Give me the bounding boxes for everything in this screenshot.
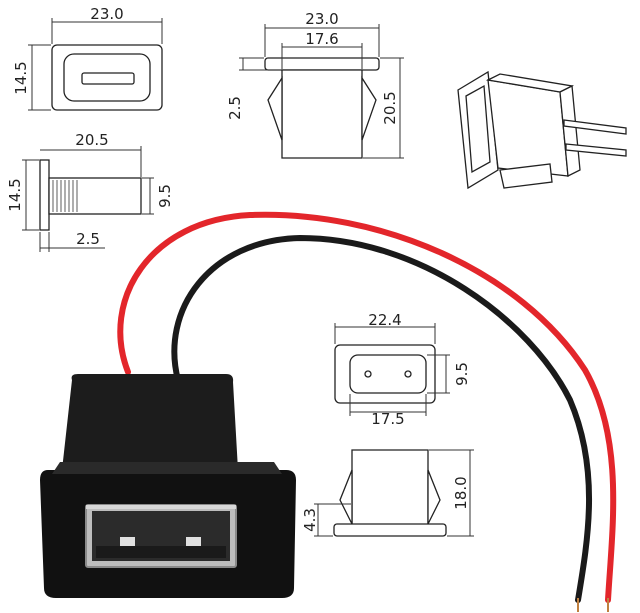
side-body-outline — [48, 177, 142, 215]
top-height-label: 20.5 — [381, 91, 399, 124]
panel-cutout-drawing: 22.4 17.5 9.5 — [334, 311, 471, 428]
mount-flange-label: 4.3 — [301, 508, 319, 532]
cutout-hole-left — [364, 370, 372, 378]
front-height-label: 14.5 — [12, 61, 30, 94]
wire-leads — [117, 211, 617, 612]
top-outer-width-label: 23.0 — [305, 10, 338, 28]
usb-contact-left — [120, 537, 135, 546]
mount-body-outline — [351, 449, 429, 535]
side-view-drawing: 20.5 14.5 9.5 2.5 — [6, 131, 174, 252]
side-flange-label: 2.5 — [76, 230, 100, 248]
mount-height-label: 18.0 — [452, 476, 470, 509]
cutout-inner-outline — [349, 354, 427, 394]
top-flange-label: 2.5 — [226, 96, 244, 120]
black-wire — [171, 234, 593, 603]
iso-body-outline — [487, 79, 569, 177]
cutout-height-label: 9.5 — [453, 362, 471, 386]
usb-contact-right — [186, 537, 201, 546]
cutout-hole-right — [404, 370, 412, 378]
front-width-label: 23.0 — [90, 5, 123, 23]
side-body-height-label: 9.5 — [156, 184, 174, 208]
mount-side-drawing: 18.0 4.3 — [301, 449, 474, 537]
top-inner-width-label: 17.6 — [305, 30, 338, 48]
usb-connector — [40, 374, 296, 598]
front-view-drawing: 23.0 14.5 — [12, 5, 163, 111]
top-left-latch — [267, 75, 283, 141]
connector-housing — [62, 374, 238, 470]
isometric-drawing — [457, 70, 627, 190]
top-body-outline — [281, 69, 363, 159]
top-right-latch — [361, 75, 377, 141]
cutout-outer-width-label: 22.4 — [368, 311, 401, 329]
mount-flange-outline — [333, 523, 447, 537]
red-wire — [117, 211, 617, 603]
cutout-inner-width-label: 17.5 — [371, 410, 404, 428]
iso-pin-lower — [565, 143, 627, 157]
side-depth-label: 20.5 — [75, 131, 108, 149]
top-view-drawing: 23.0 17.6 20.5 2.5 — [226, 10, 404, 159]
front-port-opening — [81, 72, 135, 85]
usb-port-tongue — [96, 546, 226, 558]
side-height-label: 14.5 — [6, 178, 24, 211]
iso-latch — [499, 163, 553, 189]
iso-pin-upper — [563, 119, 627, 135]
side-flange-outline — [39, 159, 50, 231]
